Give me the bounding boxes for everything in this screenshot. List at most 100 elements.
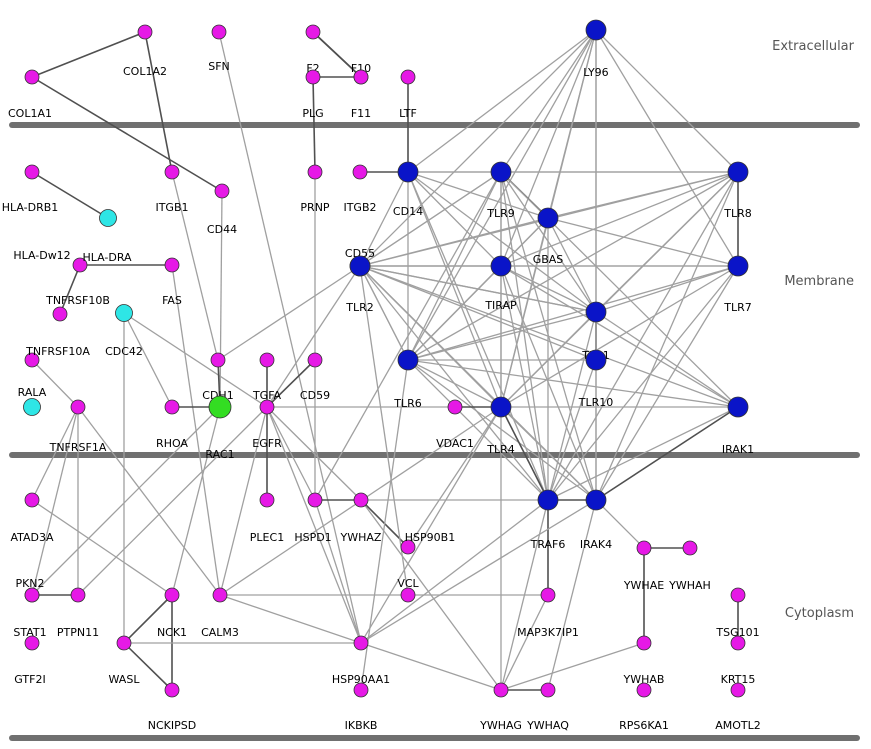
node-label-cd55: CD55 — [345, 247, 375, 260]
node-ywhag[interactable] — [493, 682, 509, 698]
node-ywhae[interactable] — [636, 540, 652, 556]
edge-ywhae-irak4 — [595, 499, 645, 549]
node-hsp90aa1[interactable] — [353, 635, 369, 651]
node-hla-drb1[interactable] — [24, 164, 40, 180]
node-label-ltf: LTF — [399, 107, 417, 120]
edge-irak1-traf6 — [547, 406, 739, 501]
node-label-ptpn11: PTPN11 — [57, 626, 99, 639]
node-label-cd59: CD59 — [300, 389, 330, 402]
node-vcl[interactable] — [400, 587, 416, 603]
node-krt15[interactable] — [730, 635, 746, 651]
node-label-tnfrsf10a: TNFRSF10A — [25, 345, 90, 358]
node-calm3[interactable] — [212, 587, 228, 603]
edge-tlr2-tlr6 — [359, 265, 409, 361]
node-col1a2[interactable] — [137, 24, 153, 40]
node-f11[interactable] — [353, 69, 369, 85]
node-col1a1[interactable] — [24, 69, 40, 85]
node-ikbkb[interactable] — [353, 682, 369, 698]
node-tlr7[interactable] — [727, 255, 749, 277]
node-irak1[interactable] — [727, 396, 749, 418]
node-label-calm3: CALM3 — [201, 626, 239, 639]
node-cdh1[interactable] — [210, 352, 226, 368]
node-tlr4[interactable] — [490, 396, 512, 418]
node-label-ywhab: YWHAB — [623, 673, 665, 686]
node-tirap[interactable] — [490, 255, 512, 277]
node-rps6ka1[interactable] — [636, 682, 652, 698]
node-cd44[interactable] — [214, 183, 230, 199]
node-vdac1[interactable] — [447, 399, 463, 415]
node-plec1[interactable] — [259, 492, 275, 508]
node-label-ywhae: YWHAE — [623, 579, 664, 592]
node-wasl[interactable] — [116, 635, 132, 651]
node-label-hsp90aa1: HSP90AA1 — [332, 673, 390, 686]
node-plg[interactable] — [305, 69, 321, 85]
node-nck1[interactable] — [164, 587, 180, 603]
node-prnp[interactable] — [307, 164, 323, 180]
node-tlr9[interactable] — [490, 161, 512, 183]
node-ywhaq[interactable] — [540, 682, 556, 698]
node-itgb1[interactable] — [164, 164, 180, 180]
node-ywhab[interactable] — [636, 635, 652, 651]
edge-plg-prnp — [312, 76, 316, 173]
edge-tlr8-tlr4 — [500, 171, 739, 408]
node-tlr8[interactable] — [727, 161, 749, 183]
node-hspd1[interactable] — [307, 492, 323, 508]
edge-tlr1-tlr2 — [359, 265, 597, 313]
node-tlr6[interactable] — [397, 349, 419, 371]
node-label-pkn2: PKN2 — [15, 577, 44, 590]
node-stat1[interactable] — [24, 587, 40, 603]
edge-tlr6-ikbkb — [360, 359, 409, 691]
node-map3k7ip1[interactable] — [540, 587, 556, 603]
node-tnfrsf10b[interactable] — [52, 306, 68, 322]
edge-tlr6-irak4 — [407, 359, 597, 501]
region-label-cytoplasm: Cytoplasm — [785, 606, 854, 621]
node-ywhah[interactable] — [682, 540, 698, 556]
edge-tlr10-tlr2 — [359, 265, 597, 361]
edge-rac1-nck1 — [171, 406, 221, 596]
node-label-nckipsd: NCKIPSD — [148, 719, 196, 732]
node-irak4[interactable] — [585, 489, 607, 511]
node-nckipsd[interactable] — [164, 682, 180, 698]
node-hla-dw12[interactable] — [99, 209, 117, 227]
node-traf6[interactable] — [537, 489, 559, 511]
node-rac1[interactable] — [208, 395, 232, 419]
edge-ly96-tlr6 — [407, 29, 597, 361]
node-cd59[interactable] — [307, 352, 323, 368]
node-label-ywhah: YWHAH — [668, 579, 711, 592]
node-sfn[interactable] — [211, 24, 227, 40]
node-hla-dra[interactable] — [72, 257, 88, 273]
node-tlr1[interactable] — [585, 301, 607, 323]
node-hsp90b1[interactable] — [400, 539, 416, 555]
node-ptpn11[interactable] — [70, 587, 86, 603]
edge-tlr7-tlr4 — [500, 265, 739, 408]
node-label-itgb1: ITGB1 — [155, 201, 188, 214]
node-f2[interactable] — [305, 24, 321, 40]
node-gbas[interactable] — [537, 207, 559, 229]
node-rhoa[interactable] — [164, 399, 180, 415]
node-ywhaz[interactable] — [353, 492, 369, 508]
node-tnfrsf1a[interactable] — [70, 399, 86, 415]
node-tlr10[interactable] — [585, 349, 607, 371]
edge-atad3a-nck1 — [31, 499, 173, 596]
node-ly96[interactable] — [585, 19, 607, 41]
edge-itgb1-cdh1 — [171, 171, 219, 361]
edge-sfn-hsp90aa1 — [218, 31, 362, 644]
node-tnfrsf10a[interactable] — [24, 352, 40, 368]
node-ltf[interactable] — [400, 69, 416, 85]
node-fas[interactable] — [164, 257, 180, 273]
node-tlr2[interactable] — [349, 255, 371, 277]
edge-tlr2-cdh1 — [217, 265, 361, 361]
node-itgb2[interactable] — [352, 164, 368, 180]
edge-ly96-gbas — [547, 29, 597, 219]
node-cd14[interactable] — [397, 161, 419, 183]
node-cdc42[interactable] — [115, 304, 133, 322]
node-label-fas: FAS — [162, 294, 182, 307]
node-tsg101[interactable] — [730, 587, 746, 603]
node-amotl2[interactable] — [730, 682, 746, 698]
node-tgfa[interactable] — [259, 352, 275, 368]
node-rala[interactable] — [23, 398, 41, 416]
node-egfr[interactable] — [259, 399, 275, 415]
node-gtf2i[interactable] — [24, 635, 40, 651]
node-atad3a[interactable] — [24, 492, 40, 508]
